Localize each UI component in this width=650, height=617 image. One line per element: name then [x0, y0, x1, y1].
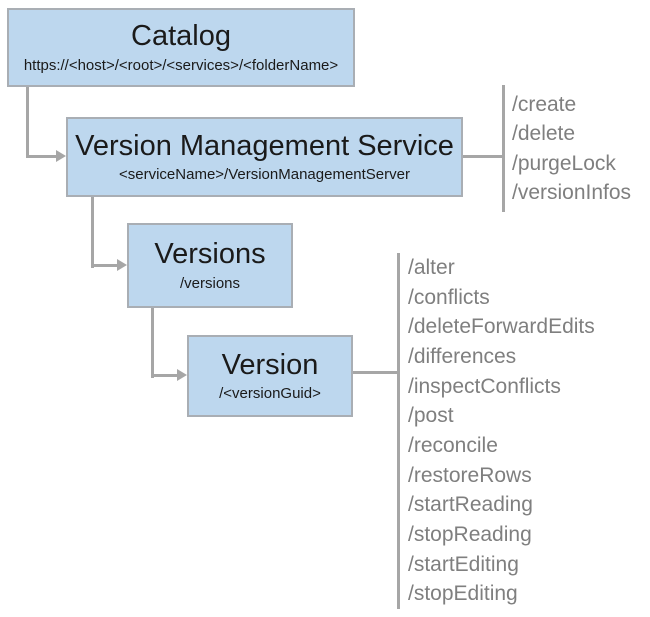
node-catalog: Catalog https://<host>/<root>/<services>…: [7, 8, 355, 87]
node-version-path: /<versionGuid>: [219, 385, 321, 403]
operations-list-vms: /create /delete /purgeLock /versionInfos: [512, 90, 631, 208]
operation-item: /startReading: [408, 493, 533, 517]
node-version: Version /<versionGuid>: [187, 335, 353, 417]
operation-item: /differences: [408, 344, 517, 368]
operation-item: /delete: [512, 122, 576, 146]
node-version-title: Version: [221, 348, 319, 381]
operation-item: /create: [512, 92, 577, 116]
connector-catalog-vms-horizontal: [26, 155, 57, 158]
connector-vms-operations: [463, 155, 503, 158]
operation-item: /deleteForwardEdits: [408, 315, 595, 339]
operation-item: /inspectConflicts: [408, 374, 561, 398]
operations-bar-version: [397, 253, 400, 609]
connector-catalog-vms-vertical: [26, 87, 29, 157]
operation-item: /restoreRows: [408, 463, 532, 487]
node-versions-path: /versions: [179, 274, 241, 292]
operation-item: /stopEditing: [408, 582, 518, 606]
operation-item: /purgeLock: [512, 151, 616, 175]
operation-item: /startEditing: [408, 552, 519, 576]
operations-bar-vms: [502, 85, 505, 212]
operation-item: /stopReading: [408, 523, 532, 547]
connector-vms-versions-horizontal: [91, 264, 118, 267]
node-catalog-title: Catalog: [131, 20, 231, 53]
node-version-management-service-title: Version Management Service: [75, 129, 454, 162]
arrowhead-right-icon: [177, 369, 187, 381]
connector-vms-versions-vertical: [91, 197, 94, 268]
connector-versions-version-horizontal: [151, 374, 178, 377]
operation-item: /reconcile: [408, 433, 498, 457]
operation-item: /post: [408, 404, 454, 428]
operation-item: /versionInfos: [512, 181, 632, 205]
connector-versions-version-vertical: [151, 308, 154, 378]
arrowhead-right-icon: [117, 259, 127, 271]
operation-item: /conflicts: [408, 285, 490, 309]
node-version-management-service-path: <serviceName>/VersionManagementServer: [119, 166, 410, 184]
connector-version-operations: [353, 371, 398, 374]
node-versions-title: Versions: [154, 238, 266, 271]
arrowhead-right-icon: [56, 150, 66, 162]
operation-item: /alter: [408, 255, 455, 279]
node-versions: Versions /versions: [127, 223, 293, 308]
node-version-management-service: Version Management Service <serviceName>…: [66, 117, 463, 197]
node-catalog-url: https://<host>/<root>/<services>/<folder…: [23, 56, 339, 74]
operations-list-version: /alter /conflicts /deleteForwardEdits /d…: [408, 253, 595, 609]
